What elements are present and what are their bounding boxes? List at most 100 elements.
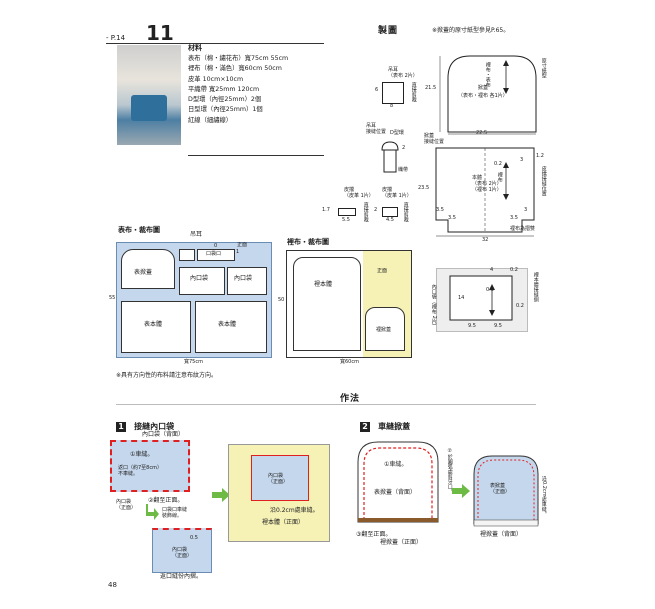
layout-lining: 裡本體 裡掀蓋 正面 xyxy=(286,250,412,358)
page-ref: - P.14 xyxy=(106,34,126,42)
body-bottom-note: 裡布為摺雙 xyxy=(510,226,536,232)
step2-flap xyxy=(357,441,439,523)
materials-line: D型環（內徑25mm）2個 xyxy=(188,96,262,104)
dring-label: 吊耳接縫位置 xyxy=(366,123,387,135)
inner-b2: 9.5 xyxy=(494,323,502,329)
step1-sew: ①車縫。 xyxy=(130,451,154,458)
method-rule xyxy=(116,404,536,405)
drafting-note: ※掀蓋的原寸紙型參見P.65。 xyxy=(432,27,510,34)
body-label: 本體（表布 2片）（裡布 1片） xyxy=(472,175,502,193)
layout-outer: 表掀蓋 口袋口 內口袋 內口袋 表本體 表本體 正面 xyxy=(116,242,272,358)
step2-lining-front: 裡掀蓋（正面） xyxy=(380,539,423,546)
step1-flip: ②翻至正面。 xyxy=(148,497,184,504)
flap-pos-label: 掀蓋接縫位置 xyxy=(424,133,445,145)
materials-line: 皮革 10cm×10cm xyxy=(188,75,244,83)
materials-line: 裡布（棉・滿色）寬60cm 50cm xyxy=(188,65,282,73)
materials-list: 表布（棉・繡花布）寬75cm 55cm 裡布（棉・滿色）寬60cm 50cm 皮… xyxy=(188,54,288,126)
flap-label-1: 掀蓋 xyxy=(478,85,489,91)
leather-a-h: 1.7 xyxy=(322,207,330,213)
step1-pocket-back: 內口袋（背面） xyxy=(142,431,185,438)
materials-line: 日型環（內徑25mm）1個 xyxy=(188,106,263,114)
flap-h: 21.5 xyxy=(425,85,437,91)
step1-topstitch: 口袋口車縫裝飾線。 xyxy=(162,507,188,519)
materials-line: 表布（棉・繡花布）寬75cm 55cm xyxy=(188,55,289,62)
leather-a-side: 直接剪裁 xyxy=(362,202,369,222)
inner-left: 14 xyxy=(458,295,465,301)
body-top-right2: 1.2 xyxy=(536,153,544,159)
step1-pocket-front: 內口袋（正面） xyxy=(116,499,137,511)
step2-heading: 2 車縫掀蓋 xyxy=(360,414,410,433)
layout-outer-title: 表布・裁布圖 xyxy=(118,226,160,234)
step1-dim: 0.5 xyxy=(190,535,198,541)
loop-h: 6 xyxy=(375,87,379,93)
body-pattern xyxy=(435,147,535,237)
loop-label: 吊耳（表布 2片） xyxy=(388,67,418,79)
leather-a-label: 皮擋（皮革 1片） xyxy=(344,187,374,199)
bag-photo xyxy=(117,45,181,145)
leather-b-label: 皮擋（皮革 1片） xyxy=(382,187,412,199)
step1-lining-label: 裡本體（正面） xyxy=(262,519,305,526)
outer-pocket-piece: 口袋口 xyxy=(197,249,235,261)
body-bl1: 3.5 xyxy=(436,207,444,213)
leather-b-w: 4.5 xyxy=(386,217,394,223)
outer-flap-piece: 表掀蓋 xyxy=(121,249,175,289)
body-br2: 3.5 xyxy=(510,215,518,221)
leather-b-side: 直接剪裁 xyxy=(402,202,409,222)
inner-b1: 9.5 xyxy=(468,323,476,329)
outer-inner-a: 內口袋 xyxy=(179,267,225,295)
layout-outer-d1: 1 xyxy=(236,249,240,255)
leather-b xyxy=(382,207,398,217)
outer-body-a: 表本體 xyxy=(121,301,191,353)
body-top-right: 3 xyxy=(520,157,524,163)
layout-lining-h: 50 xyxy=(278,297,285,303)
outer-fold-label: 正面 xyxy=(237,242,248,248)
body-bl2: 3.5 xyxy=(448,215,456,221)
outer-body-b: 表本體 xyxy=(195,301,267,353)
flap-pattern xyxy=(439,55,537,135)
footnote: ※具有方向性的布料請注意布紋方向。 xyxy=(116,372,218,379)
loop-note: 直接剪裁 xyxy=(410,82,417,102)
body-arrow-label: 裡布 xyxy=(496,172,503,182)
layout-outer-h: 55 xyxy=(109,295,116,301)
body-w: 32 xyxy=(482,237,489,243)
materials-rule xyxy=(188,155,324,156)
materials-line: 紅線（細繡線） xyxy=(188,116,233,124)
step1-lining-body: 內口袋（正面） xyxy=(228,444,330,542)
inner-right-dim: 0.2 xyxy=(516,303,524,309)
step2-trim: ②於圓弧處剪牙口。 xyxy=(446,448,453,494)
step2-outer-back: 表掀蓋（背面） xyxy=(374,489,417,496)
inner-label: 內口袋（裡布 2片） xyxy=(430,284,437,329)
loop-pattern xyxy=(382,82,404,104)
project-number: 11 xyxy=(146,21,174,45)
flap-label-2: （表布・裡布 各1片） xyxy=(458,93,508,99)
body-left-dim: 0.2 xyxy=(494,161,502,167)
lining-fold-label: 正面 xyxy=(377,268,388,274)
body-br1: 3 xyxy=(524,207,528,213)
step2-arrow-right xyxy=(452,484,470,498)
layout-outer-w: 寬75cm xyxy=(184,359,203,365)
layout-outer-loop: 吊耳 xyxy=(190,231,203,238)
step1-attach-note: 沿0.2cm處車縫。 xyxy=(270,507,319,514)
drafting-title: 製圖 xyxy=(378,26,399,36)
dring-ring-label: D型環 xyxy=(390,130,404,136)
inner-top-b: 0.2 xyxy=(510,267,518,273)
layout-lining-w: 寬60cm xyxy=(340,359,359,365)
flap-w: 22.5 xyxy=(476,130,488,136)
step2-sew: ①車縫。 xyxy=(384,461,408,468)
dring-ribbon: 織帶 xyxy=(398,167,409,173)
bag-shape xyxy=(131,95,167,121)
lining-body-piece: 裡本體 xyxy=(293,257,361,351)
step1-pocket-a xyxy=(110,440,190,492)
step1-opening: 返口（約7至8cm）不車縫。 xyxy=(118,465,162,477)
layout-outer-d0: 0 xyxy=(214,243,218,249)
step1-pocket-front2: 內口袋（正面） xyxy=(172,547,193,559)
step1-pocket-b xyxy=(152,528,212,573)
leather-a-w: 5.5 xyxy=(342,217,350,223)
outer-loop-piece xyxy=(179,249,195,261)
leather-a xyxy=(338,208,356,216)
step2-flip: ③翻至正面。 xyxy=(356,531,392,538)
page-number: 48 xyxy=(108,581,117,589)
body-right-note: 皮擋接縫位置 xyxy=(540,166,547,196)
lining-flap-piece: 裡掀蓋 xyxy=(365,307,405,351)
materials-title: 材料 xyxy=(188,44,202,52)
